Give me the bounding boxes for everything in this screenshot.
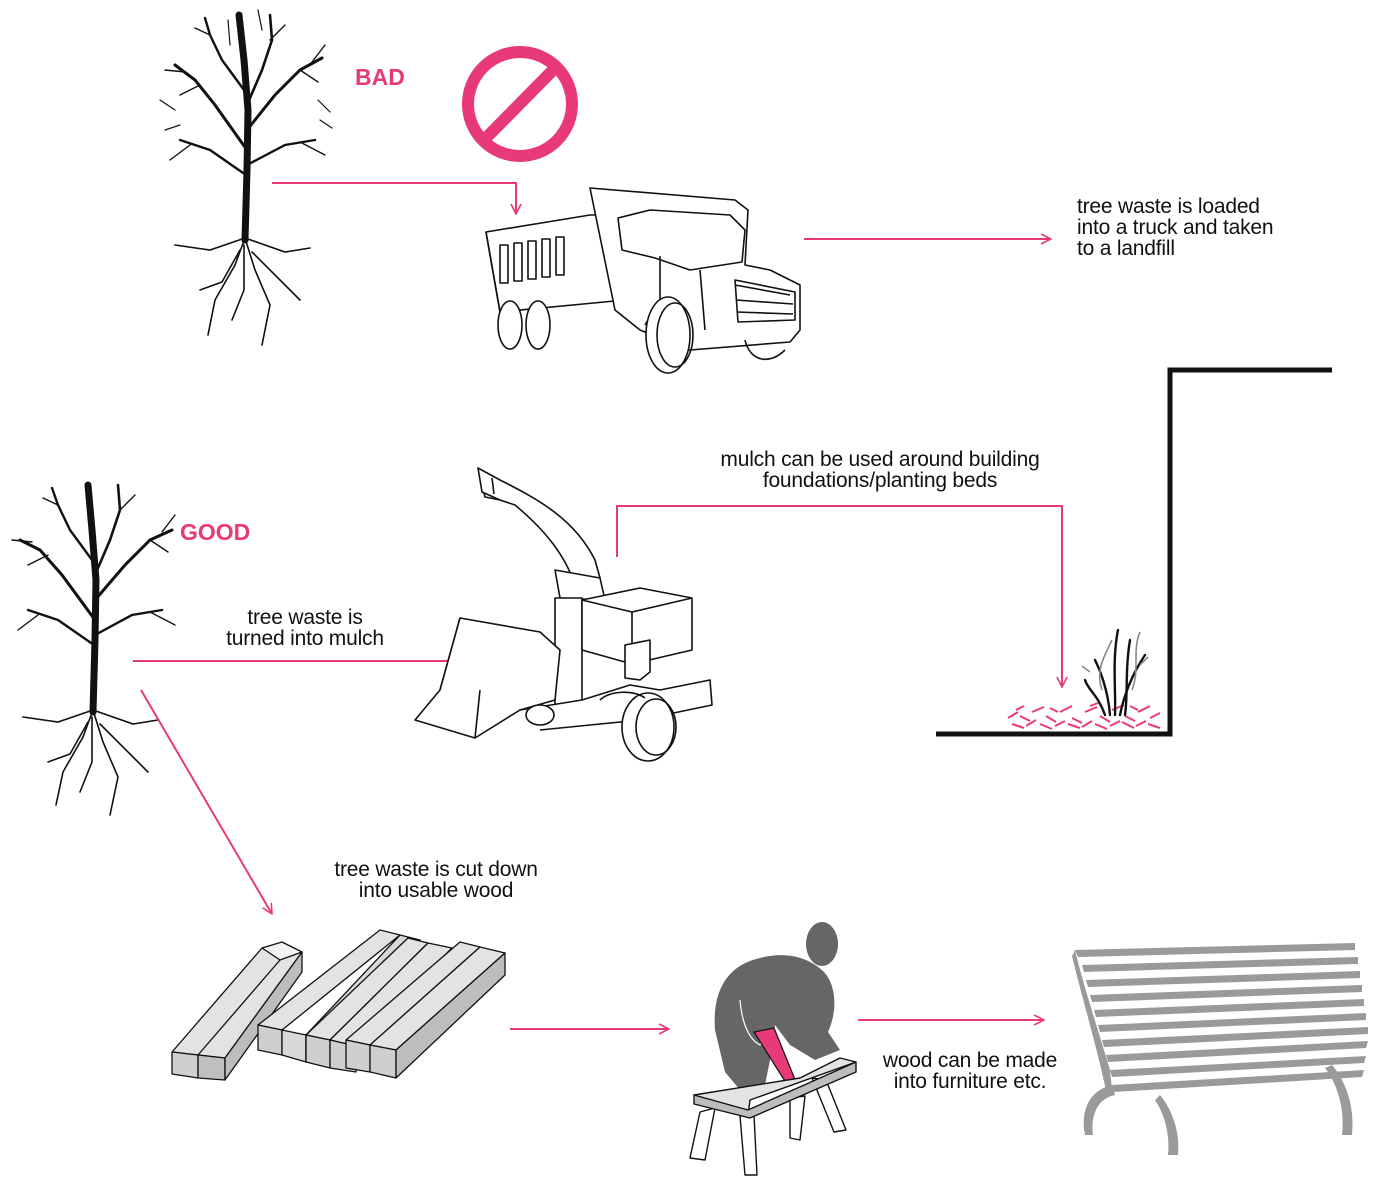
foundation-caption: mulch can be used around building founda… <box>680 449 1080 491</box>
tree-icon <box>12 485 175 815</box>
tree-icon <box>160 10 332 345</box>
bad-path-arrow <box>272 183 516 214</box>
caption-line: tree waste is loaded <box>1077 196 1273 217</box>
caption-line: tree waste is cut down <box>306 859 566 880</box>
caption-line: turned into mulch <box>195 628 415 649</box>
caption-line: into a truck and taken <box>1077 217 1273 238</box>
good-tag: GOOD <box>180 520 250 544</box>
lumber-icon <box>172 930 505 1080</box>
person-sawing-icon <box>690 922 856 1175</box>
caption-line: into furniture etc. <box>860 1071 1080 1092</box>
caption-line: to a landfill <box>1077 238 1273 259</box>
caption-line: foundations/planting beds <box>680 470 1080 491</box>
bench-icon <box>1072 943 1368 1155</box>
landfill-caption: tree waste is loaded into a truck and ta… <box>1077 196 1273 259</box>
caption-line: into usable wood <box>306 880 566 901</box>
bad-tag: BAD <box>355 65 405 89</box>
wood-chipper-icon <box>415 468 712 761</box>
no-symbol-icon <box>468 52 572 156</box>
mulch-plant-icon <box>1008 630 1160 729</box>
caption-line: mulch can be used around building <box>680 449 1080 470</box>
wood-caption: tree waste is cut down into usable wood <box>306 859 566 901</box>
furniture-caption: wood can be made into furniture etc. <box>860 1050 1080 1092</box>
caption-line: wood can be made <box>860 1050 1080 1071</box>
mulch-caption: tree waste is turned into mulch <box>195 607 415 649</box>
caption-line: tree waste is <box>195 607 415 628</box>
dump-truck-icon <box>486 188 800 373</box>
wood-arrow <box>141 690 272 914</box>
